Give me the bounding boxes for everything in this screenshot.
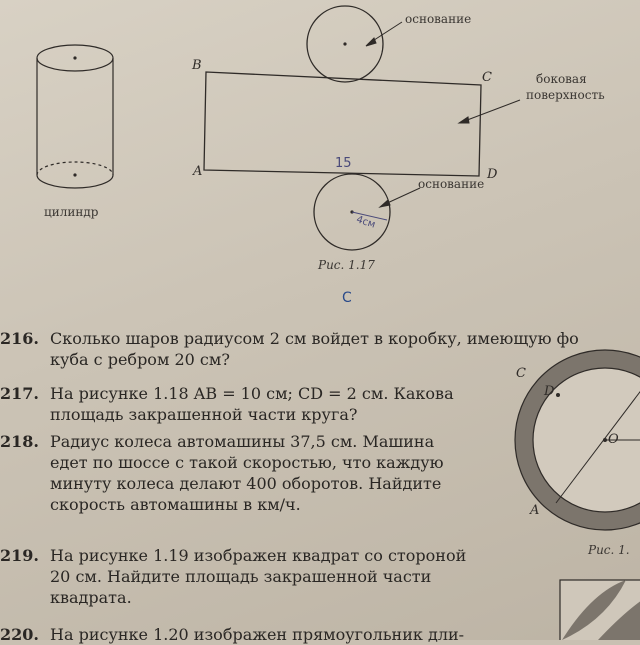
problem-text-line: скорость автомашины в км/ч. bbox=[50, 495, 301, 514]
problem-number: 216. bbox=[0, 329, 39, 348]
problem-number: 218. bbox=[0, 432, 39, 451]
problem-text-line: На рисунке 1.20 изображен прямоугольник … bbox=[50, 625, 465, 644]
problem-text-line: На рисунке 1.18 AB = 10 см; CD = 2 см. К… bbox=[50, 384, 454, 403]
cylinder-top-center bbox=[73, 56, 77, 60]
point-label-d: D bbox=[487, 167, 498, 182]
point-label-c: C bbox=[482, 70, 492, 85]
lateral-surface-rectangle bbox=[203, 71, 482, 177]
problem-text-line: Сколько шаров радиусом 2 см войдет в кор… bbox=[50, 329, 579, 348]
figure-1-20-corner bbox=[559, 579, 640, 640]
label-cylinder: цилиндр bbox=[44, 205, 99, 219]
ring-label-d: D bbox=[544, 384, 555, 399]
section-letter: C bbox=[342, 290, 352, 306]
problem-text-line: площадь закрашенной части круга? bbox=[50, 405, 358, 424]
ring-label-o: O bbox=[608, 432, 619, 447]
problem-text-line: минуту колеса делают 400 оборотов. Найди… bbox=[50, 474, 442, 493]
figure-caption-1-18: Рис. 1. bbox=[588, 543, 630, 557]
top-base-center bbox=[343, 42, 347, 46]
problem-text-line: куба с ребром 20 см? bbox=[50, 350, 230, 369]
problem-number: 217. bbox=[0, 384, 39, 403]
label-lateral-line1: боковая bbox=[536, 72, 587, 86]
cylinder-drawing bbox=[36, 44, 114, 189]
problem-number: 220. bbox=[0, 625, 39, 644]
label-lateral-line2: поверхность bbox=[526, 88, 605, 102]
label-base-top: основание bbox=[405, 12, 472, 26]
ring-figure bbox=[514, 349, 640, 531]
point-label-a: A bbox=[193, 164, 203, 179]
ring-label-c: C bbox=[516, 366, 526, 381]
problem-text-line: 20 см. Найдите площадь закрашенной части bbox=[50, 567, 432, 586]
figure-caption-1-17: Рис. 1.17 bbox=[318, 258, 375, 272]
cylinder-bottom-center bbox=[73, 173, 77, 177]
problem-number: 219. bbox=[0, 546, 39, 565]
ring-label-a: A bbox=[530, 503, 540, 518]
top-base-circle bbox=[306, 5, 384, 83]
handwritten-length: 15 bbox=[335, 156, 352, 171]
bottom-base-circle bbox=[313, 173, 391, 251]
problem-text-line: На рисунке 1.19 изображен квадрат со сто… bbox=[50, 546, 467, 565]
label-base-bottom: основание bbox=[418, 177, 485, 191]
problem-text-line: квадрата. bbox=[50, 588, 132, 607]
point-label-b: B bbox=[192, 58, 202, 73]
problem-text-line: едет по шоссе с такой скоростью, что каж… bbox=[50, 453, 444, 472]
handwritten-radius-line bbox=[351, 211, 388, 221]
problem-text-line: Радиус колеса автомашины 37,5 см. Машина bbox=[50, 432, 435, 451]
